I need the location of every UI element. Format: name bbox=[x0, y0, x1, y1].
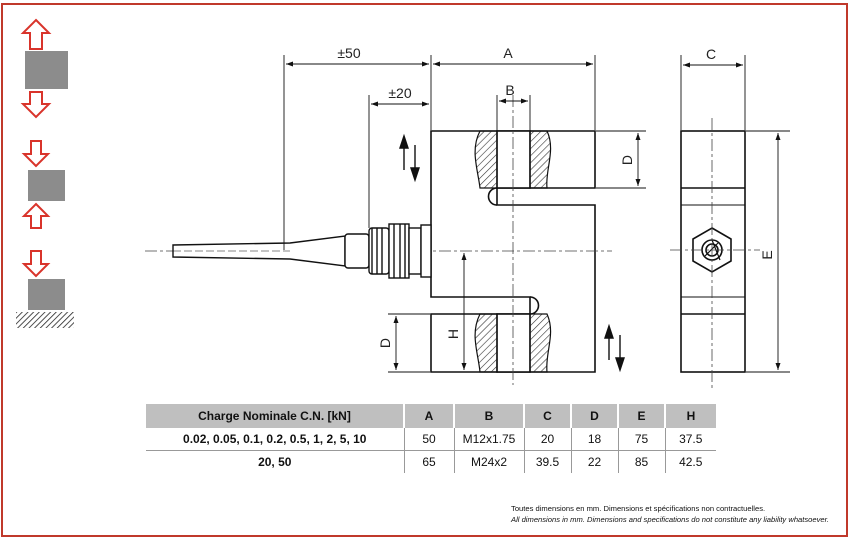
table-row: 20, 50 65 M24x2 39.5 22 85 42.5 bbox=[146, 450, 716, 473]
dim-label-a: A bbox=[503, 45, 513, 61]
force-arrows-front bbox=[399, 133, 625, 373]
table-cell: 20 bbox=[524, 428, 572, 451]
table-cell: 39.5 bbox=[524, 450, 572, 473]
table-cell: 37.5 bbox=[665, 428, 716, 451]
dimensions-table: Charge Nominale C.N. [kN] A B C D E H 0.… bbox=[146, 404, 716, 473]
table-cell: M24x2 bbox=[454, 450, 525, 473]
table-header-row: Charge Nominale C.N. [kN] A B C D E H bbox=[146, 404, 716, 428]
header-a: A bbox=[404, 404, 455, 428]
header-e: E bbox=[618, 404, 666, 428]
page-frame bbox=[1, 3, 848, 537]
table-cell: 22 bbox=[571, 450, 619, 473]
header-d: D bbox=[571, 404, 619, 428]
table-cell: 18 bbox=[571, 428, 619, 451]
dim-label-d-right: D bbox=[619, 155, 635, 165]
header-b: B bbox=[454, 404, 525, 428]
table-cell: 0.02, 0.05, 0.1, 0.2, 0.5, 1, 2, 5, 10 bbox=[146, 428, 405, 451]
footnote: Toutes dimensions en mm. Dimensions et s… bbox=[511, 503, 829, 525]
table-cell: 85 bbox=[618, 450, 666, 473]
header-nominal-load: Charge Nominale C.N. [kN] bbox=[146, 404, 405, 428]
dimension-labels: ±50 ±20 A B C D D H E bbox=[337, 45, 775, 348]
s-beam-side-view bbox=[670, 118, 760, 388]
compression-icon bbox=[21, 140, 65, 229]
cable-gland bbox=[172, 223, 432, 279]
dim-label-pm20: ±20 bbox=[388, 85, 411, 101]
header-h: H bbox=[665, 404, 716, 428]
dim-label-d-left: D bbox=[377, 338, 393, 348]
tension-compression-icon bbox=[20, 18, 68, 119]
header-c: C bbox=[524, 404, 572, 428]
dim-label-pm50: ±50 bbox=[337, 45, 360, 61]
table-cell: 65 bbox=[404, 450, 455, 473]
dim-label-b: B bbox=[505, 82, 514, 98]
footnote-fr: Toutes dimensions en mm. Dimensions et s… bbox=[511, 504, 766, 513]
table-row: 0.02, 0.05, 0.1, 0.2, 0.5, 1, 2, 5, 10 5… bbox=[146, 428, 716, 451]
base-compression-icon bbox=[16, 250, 74, 328]
dim-label-e: E bbox=[759, 250, 775, 259]
table-cell: M12x1.75 bbox=[454, 428, 525, 451]
footnote-en: All dimensions in mm. Dimensions and spe… bbox=[511, 515, 829, 524]
s-beam-front-view bbox=[145, 95, 612, 385]
dimension-lines bbox=[283, 55, 790, 373]
table-cell: 20, 50 bbox=[146, 450, 405, 473]
table-cell: 50 bbox=[404, 428, 455, 451]
dim-label-h: H bbox=[445, 329, 461, 339]
table-cell: 75 bbox=[618, 428, 666, 451]
table-cell: 42.5 bbox=[679, 455, 703, 469]
dim-label-c: C bbox=[706, 46, 716, 62]
